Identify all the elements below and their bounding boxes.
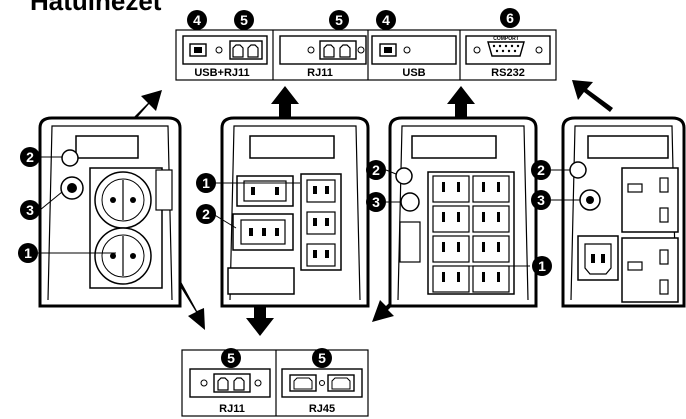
- marker-5: 5: [318, 350, 326, 366]
- marker-2: 2: [537, 162, 545, 178]
- marker-3: 3: [537, 192, 545, 208]
- module-usb: USB: [371, 35, 457, 79]
- iec-outlet-icon: [306, 243, 336, 267]
- module-usb-rj11: USB+RJ11: [182, 35, 268, 79]
- top-module-strip: USB+RJ11 RJ11 USB: [175, 29, 557, 81]
- module-rj11: RJ11: [279, 35, 367, 79]
- marker-2: 2: [26, 149, 34, 165]
- breaker-icon: [61, 149, 79, 167]
- marker-2: 2: [202, 206, 210, 222]
- panel-iec: 1 2: [196, 116, 370, 308]
- module-rj11-bottom: RJ11: [189, 368, 271, 415]
- arrow-up: [271, 86, 299, 128]
- nema-outlet-icons: [432, 175, 510, 293]
- page-title: Hátulnézet: [30, 0, 162, 16]
- module-label-rj11-bottom: RJ11: [219, 403, 245, 415]
- module-label-rj45-bottom: RJ45: [309, 403, 335, 415]
- marker-5: 5: [240, 12, 248, 28]
- breaker-icon: [395, 167, 413, 185]
- marker-2: 2: [372, 162, 380, 178]
- marker-4: 4: [382, 12, 390, 28]
- comport-caption: COMPORT: [493, 36, 519, 42]
- module-label-usb-rj11: USB+RJ11: [194, 67, 249, 79]
- module-label-usb: USB: [402, 67, 425, 79]
- db9-port-icon: [487, 41, 525, 57]
- marker-1: 1: [202, 175, 210, 191]
- marker-6: 6: [506, 10, 514, 26]
- iec-outlet-icon: [306, 179, 336, 203]
- arrow-down: [246, 296, 274, 336]
- uk-socket-icon: [621, 167, 679, 233]
- module-rj45-bottom: RJ45: [281, 368, 363, 415]
- marker-3: 3: [26, 202, 34, 218]
- panel-nema: 2 3 1: [366, 116, 552, 308]
- module-label-rs232: RS232: [491, 67, 525, 79]
- module-label-rj11: RJ11: [307, 67, 333, 79]
- marker-5: 5: [335, 12, 343, 28]
- breaker-icon: [569, 161, 587, 179]
- marker-5: 5: [227, 350, 235, 366]
- arrow-up-left: [572, 80, 613, 112]
- module-rs232: COMPORT RS232: [465, 35, 551, 79]
- bottom-module-strip: RJ11 RJ45 5 5: [181, 348, 369, 417]
- panel-uk: 2 3: [531, 116, 686, 308]
- marker-1: 1: [538, 258, 546, 274]
- fuse-icon: [400, 192, 420, 212]
- rj11-jack-icon: [229, 40, 263, 60]
- marker-4: 4: [193, 12, 201, 28]
- top-markers: 4 5 5 4 6: [187, 8, 520, 30]
- arrow-up: [447, 86, 475, 128]
- iec-outlet-icon: [306, 211, 336, 235]
- marker-1: 1: [24, 245, 32, 261]
- marker-3: 3: [372, 194, 380, 210]
- arrow-down-right: [175, 276, 205, 330]
- panel-schuko: 2 3 1: [18, 116, 182, 308]
